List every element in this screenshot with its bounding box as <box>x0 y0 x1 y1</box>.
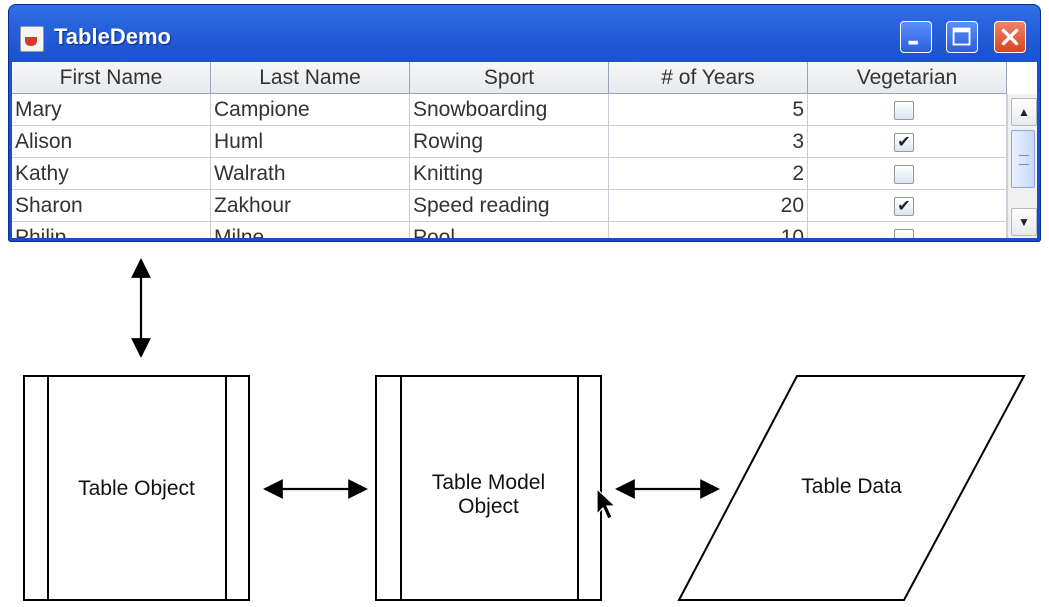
column-header-vegetarian[interactable]: Vegetarian <box>808 62 1007 94</box>
vegetarian-checkbox[interactable]: ✔ <box>894 133 914 152</box>
column-header-sport[interactable]: Sport <box>410 62 609 94</box>
column-header-first-name[interactable]: First Name <box>12 62 211 94</box>
table-row[interactable]: Kathy Walrath Knitting 2 <box>12 158 1007 190</box>
tabledemo-window: TableDemo First Name Last Name Sport # o… <box>8 4 1041 242</box>
cell-sport[interactable]: Pool <box>410 222 609 238</box>
table-scroll-pane: First Name Last Name Sport # of Years Ve… <box>12 62 1037 238</box>
cell-years[interactable]: 10 <box>609 222 808 238</box>
cell-sport[interactable]: Knitting <box>410 158 609 190</box>
column-header-years[interactable]: # of Years <box>609 62 808 94</box>
table-object-box <box>23 375 250 601</box>
minimize-icon <box>908 40 918 45</box>
close-icon <box>1001 28 1019 46</box>
vegetarian-checkbox[interactable] <box>894 165 914 184</box>
java-cup-icon <box>20 26 44 52</box>
cell-vegetarian: ✔ <box>808 190 1007 222</box>
scroll-down-button[interactable]: ▼ <box>1011 208 1037 236</box>
cell-first-name[interactable]: Mary <box>12 94 211 126</box>
table-row[interactable]: Mary Campione Snowboarding 5 <box>12 94 1007 126</box>
cell-first-name[interactable]: Philip <box>12 222 211 238</box>
table-data-label: Table Data <box>801 475 902 498</box>
vegetarian-checkbox[interactable] <box>894 229 914 238</box>
cell-sport[interactable]: Speed reading <box>410 190 609 222</box>
table-model-object-label: Table Model Object <box>388 471 589 519</box>
cell-last-name[interactable]: Zakhour <box>211 190 410 222</box>
maximize-button[interactable] <box>946 21 978 53</box>
table-row[interactable]: Alison Huml Rowing 3 ✔ <box>12 126 1007 158</box>
window-title: TableDemo <box>54 24 171 49</box>
vertical-scrollbar[interactable]: ▲ ▼ <box>1007 94 1037 238</box>
mouse-cursor-icon <box>596 487 617 520</box>
title-bar[interactable]: TableDemo <box>8 4 1041 60</box>
table-data-parallelogram <box>677 375 1026 601</box>
cell-first-name[interactable]: Sharon <box>12 190 211 222</box>
table-header: First Name Last Name Sport # of Years Ve… <box>12 62 1007 94</box>
cell-vegetarian <box>808 222 1007 238</box>
cell-last-name[interactable]: Milne <box>211 222 410 238</box>
cell-last-name[interactable]: Campione <box>211 94 410 126</box>
cell-sport[interactable]: Rowing <box>410 126 609 158</box>
cell-years[interactable]: 3 <box>609 126 808 158</box>
cell-last-name[interactable]: Walrath <box>211 158 410 190</box>
table-row[interactable]: Philip Milne Pool 10 <box>12 222 1007 238</box>
cell-last-name[interactable]: Huml <box>211 126 410 158</box>
cell-sport[interactable]: Snowboarding <box>410 94 609 126</box>
cell-years[interactable]: 5 <box>609 94 808 126</box>
vegetarian-checkbox[interactable]: ✔ <box>894 197 914 216</box>
scroll-up-button[interactable]: ▲ <box>1011 98 1037 126</box>
cell-vegetarian <box>808 158 1007 190</box>
cell-first-name[interactable]: Alison <box>12 126 211 158</box>
scroll-thumb[interactable] <box>1011 130 1035 188</box>
table-model-object-label-line2: Object <box>458 495 519 518</box>
vegetarian-checkbox[interactable] <box>894 101 914 120</box>
cell-years[interactable]: 2 <box>609 158 808 190</box>
maximize-icon <box>952 27 971 46</box>
table-object-label: Table Object <box>78 477 195 500</box>
cell-vegetarian <box>808 94 1007 126</box>
cell-years[interactable]: 20 <box>609 190 808 222</box>
cell-vegetarian: ✔ <box>808 126 1007 158</box>
table-row[interactable]: Sharon Zakhour Speed reading 20 ✔ <box>12 190 1007 222</box>
minimize-button[interactable] <box>900 21 932 53</box>
column-header-last-name[interactable]: Last Name <box>211 62 410 94</box>
close-button[interactable] <box>994 21 1026 53</box>
table-model-object-box <box>375 375 602 601</box>
table-model-object-label-line1: Table Model <box>431 471 546 494</box>
cell-first-name[interactable]: Kathy <box>12 158 211 190</box>
